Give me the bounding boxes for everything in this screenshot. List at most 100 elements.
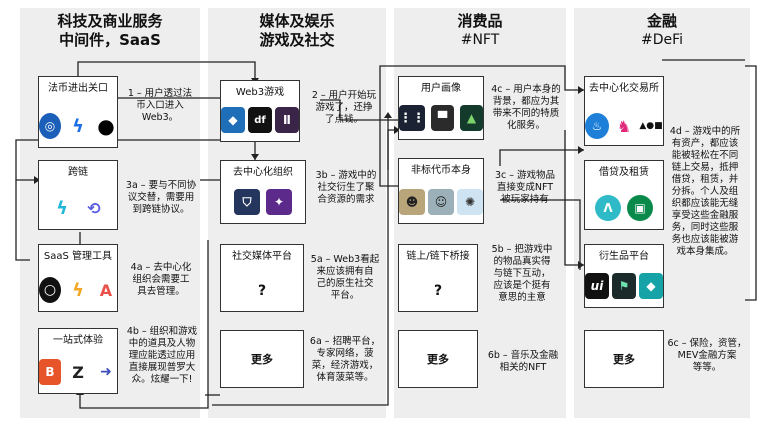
media-more-box: 更多 [220, 330, 304, 388]
note-4b: 4b – 组织和游戏 中的道具及人物 理应能透过应用 直接展现普罗大 众。炫耀一… [126, 326, 198, 385]
lightning-logo-icon: ϟ [67, 277, 89, 303]
note-4d: 4d – 游戏中的所 有资产，都应该 能被轻松在不同 链上交易，抵押 借贷，租赁… [669, 126, 741, 257]
square-logo-icon: ▣ [627, 195, 653, 221]
hat-logo-icon: ▀ [431, 105, 454, 131]
arrowhead [384, 112, 392, 118]
drop-logo-icon: ♨ [585, 113, 609, 139]
column-header-media: 媒体及娱乐 游戏及社交 [208, 12, 386, 50]
logo-row: ◎ ϟ ● [39, 113, 117, 139]
logo-row: ⛉ ✦ [221, 189, 305, 215]
connector-saas-left [15, 180, 30, 261]
b-logo-icon: B [39, 359, 61, 385]
connector-fiat-game [77, 61, 256, 78]
column-title: 科技及商业服务 [57, 12, 163, 30]
logo-row: ϟ ⟲ [39, 195, 117, 221]
arrowhead [578, 261, 584, 269]
punk-logo-icon: ☺ [428, 189, 454, 215]
note-4c: 4c – 用户本身的 背景，都应为其 带来不同的特质 化服务。 [491, 84, 561, 131]
logo-row: Λ ▣ [585, 195, 663, 221]
column-title: 媒体及娱乐 [259, 12, 335, 30]
unicorn-logo-icon: ♞ [612, 113, 636, 139]
note-2: 2 – 用户开始玩 游戏了，还挣 了点钱。 [311, 90, 377, 125]
box-title: 衍生品平台 [599, 251, 649, 262]
dot-logo-icon: ● [95, 113, 117, 139]
bolt-logo-icon: ϟ [49, 195, 75, 221]
ape-logo-icon: ☻ [399, 189, 425, 215]
logo-row: ☻ ☺ ✺ [399, 189, 483, 215]
column-title: 消费品 [457, 12, 503, 30]
derivatives-platform-box: 衍生品平台 ui ⚑ ◆ [584, 244, 664, 308]
logo-row: ♨ ♞ ▲●■ [585, 113, 663, 139]
note-6c: 6c – 保险，资管， MEV金融方案 等等。 [667, 338, 747, 373]
diamond-logo-icon: ◆ [639, 273, 663, 299]
box-title: 社交媒体平台 [232, 251, 292, 262]
lending-leasing-box: 借贷及租赁 Λ ▣ [584, 160, 664, 230]
saas-tools-box: SaaS 管理工具 ○ ϟ A [38, 244, 118, 312]
bolt-logo-icon: ϟ [67, 113, 89, 139]
connector-nft-derivatives [500, 199, 581, 270]
web3-game-box: Web3游戏 ◆ df Ⅱ [220, 80, 300, 142]
connector-game-crosschain [15, 139, 255, 181]
arrowhead [251, 154, 259, 160]
column-title: 金融 [646, 12, 677, 30]
box-title: Web3游戏 [235, 87, 285, 98]
note-3b: 3b – 游戏中的 社交衍生了聚 合资源的需求 [315, 170, 377, 205]
arrowhead [578, 146, 584, 154]
column-subtitle: #DeFi [640, 32, 684, 48]
box-title: 借贷及租赁 [599, 167, 649, 178]
arrowhead [578, 86, 584, 94]
df-logo-icon: df [248, 107, 272, 133]
connector-dao-onestop [79, 240, 209, 409]
coin-logo-icon: ◎ [39, 113, 61, 139]
unknown-mark: ? [257, 283, 267, 299]
connector-nft-lending [499, 149, 584, 166]
diamond-logo-icon: ◆ [221, 107, 245, 133]
box-title: 用户画像 [421, 83, 461, 94]
onestop-experience-box: 一站式体验 B Z ➜ [38, 328, 118, 394]
arrowhead [394, 126, 400, 134]
box-title: 法币进出关口 [48, 83, 108, 94]
bird-logo-icon: ✺ [457, 189, 483, 215]
z-logo-icon: Z [67, 359, 89, 385]
connector-finance-right [745, 65, 757, 301]
logo-row: ◆ df Ⅱ [221, 107, 299, 133]
box-title: SaaS 管理工具 [43, 251, 113, 262]
logo-row: B Z ➜ [39, 359, 117, 385]
flag-logo-icon: ⚑ [612, 273, 636, 299]
shield-logo-icon: ⛉ [234, 189, 260, 215]
more-label: 更多 [427, 353, 449, 366]
column-subtitle: 中间件，SaaS [59, 31, 161, 49]
more-label: 更多 [613, 353, 635, 366]
arrowhead [34, 176, 40, 184]
triangle-logo-icon: ▲ [460, 105, 483, 131]
column-subtitle: #NFT [460, 32, 500, 48]
note-3c: 3c – 游戏物品 直接变成NFT 被玩家持有 [494, 170, 556, 205]
logo-row: ⋮⋮ ▀ ▲ [399, 105, 483, 131]
connector-nft-top [379, 65, 500, 187]
star-logo-icon: ✦ [266, 189, 292, 215]
note-3a: 3a – 要与不同协 议交替，需要用 到跨链协议。 [125, 180, 197, 215]
note-4a: 4a – 去中心化 组织会需要工 具去管理。 [130, 262, 192, 297]
logo-row: ui ⚑ ◆ [585, 273, 663, 299]
connector-finance-vertical [564, 130, 584, 266]
grid-logo-icon: ⋮⋮ [399, 105, 425, 131]
a-logo-icon: A [95, 277, 117, 303]
more-label: 更多 [251, 353, 273, 366]
dex-box: 去中心化交易所 ♨ ♞ ▲●■ [584, 76, 664, 146]
a-logo-icon: Λ [595, 195, 621, 221]
dao-box: 去中心化组织 ⛉ ✦ [220, 160, 306, 224]
pillar-logo-icon: Ⅱ [275, 107, 299, 133]
column-header-tech: 科技及商业服务 中间件，SaaS [20, 12, 200, 50]
circle-logo-icon: ○ [39, 277, 61, 303]
box-title: 一站式体验 [53, 335, 103, 346]
fiat-onramp-box: 法币进出关口 ◎ ϟ ● [38, 76, 118, 148]
box-title: 跨链 [68, 167, 88, 178]
note-6b: 6b – 音乐及金融 相关的NFT [487, 350, 559, 373]
column-header-consumer: 消费品 #NFT [394, 12, 566, 50]
note-6a: 6a – 招聘平台， 专家网络，菠 菜，经济游戏， 体育菠菜等。 [309, 336, 381, 383]
aom-logo-icon: ▲●■ [639, 113, 663, 139]
note-1: 1 – 用户透过法 币入口进入 Web3。 [127, 88, 193, 123]
connector-avatar-dex [500, 65, 584, 91]
nft-itself-box: 非标代币本身 ☻ ☺ ✺ [398, 158, 484, 224]
